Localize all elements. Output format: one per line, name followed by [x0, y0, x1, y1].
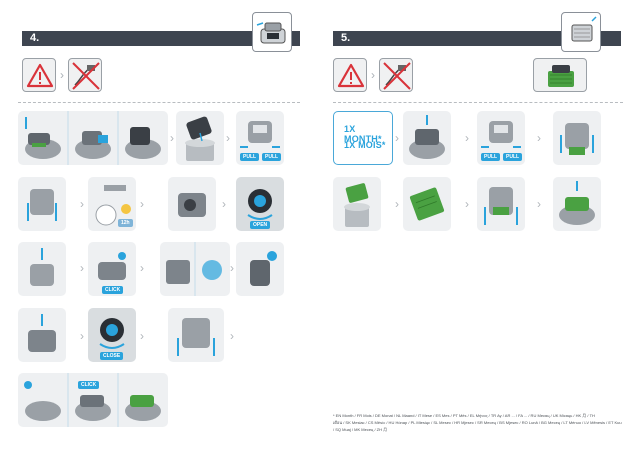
click-label-b: CLICK [78, 381, 100, 389]
open-label: OPEN [250, 221, 271, 229]
step-lift-compartment-tile [18, 177, 66, 231]
warning-icon [22, 58, 56, 92]
step-replace-compartment-tile [168, 308, 224, 362]
chevron-right-icon: › [465, 131, 469, 145]
divider [333, 102, 623, 103]
step-reassemble-tile [160, 242, 230, 296]
chevron-right-icon: › [60, 68, 64, 82]
chevron-right-icon: › [537, 131, 541, 145]
chevron-right-icon: › [230, 329, 234, 343]
frequency-month: 1X MONTH* [344, 124, 382, 144]
chevron-right-icon: › [226, 131, 230, 145]
chevron-right-icon: › [170, 131, 174, 145]
step-open-lid-tile [403, 111, 451, 165]
chevron-right-icon: › [395, 131, 399, 145]
chevron-right-icon: › [80, 197, 84, 211]
replacement-frequency-box: 1X MONTH* 1X MOIS* [333, 111, 393, 165]
section-4-number: 4. [30, 32, 40, 44]
step-close-appliance-tile [553, 177, 601, 231]
chevron-right-icon: › [395, 197, 399, 211]
divider [18, 102, 300, 103]
step-close-appliance-tile: CLICK [18, 373, 168, 427]
step-close-lid-tile [18, 308, 66, 362]
pull-right-label: PULL [503, 153, 523, 161]
chevron-right-icon: › [140, 261, 144, 275]
unplug-icon [379, 58, 413, 92]
drying-time-label: 12h [118, 219, 133, 227]
chevron-right-icon: › [537, 197, 541, 211]
chevron-right-icon: › [222, 197, 226, 211]
step-pull-compartment-tile: PULL PULL [236, 111, 284, 165]
step-open-cap-tile: OPEN [236, 177, 284, 231]
step-empty-bin-tile [176, 111, 224, 165]
frequency-mois: 1X MOIS* [344, 140, 386, 150]
step-insert-foam-tile [168, 177, 216, 231]
footnote-line-3: / SQ Muaj / MK Месец / ZH 月 [333, 427, 388, 432]
step-pull-cassette-tile: PULL PULL [477, 111, 525, 165]
step-discard-filter-tile [333, 177, 381, 231]
close-label: CLOSE [100, 352, 124, 360]
step-rotate-lock-tile [236, 242, 284, 296]
filter-cassette-icon [561, 12, 601, 52]
chevron-right-icon: › [140, 197, 144, 211]
chevron-right-icon: › [80, 261, 84, 275]
step-remove-filter-tile [18, 111, 168, 165]
chevron-right-icon: › [140, 329, 144, 343]
step-insert-cassette-tile [477, 177, 525, 231]
step-close-cap-tile: CLOSE [88, 308, 136, 362]
step-lift-cassette-tile [553, 111, 601, 165]
step-wash-dry-tile: 12h [88, 177, 136, 231]
chevron-right-icon: › [371, 68, 375, 82]
pull-left-label: PULL [240, 153, 260, 161]
unplug-icon [68, 58, 102, 92]
hepa-filter-icon [533, 58, 587, 92]
footnote-line-2: เดือน / SK Mesiac / CS Měsíc / HU Hónap … [333, 420, 622, 425]
vacuum-top-icon [252, 12, 292, 52]
pull-right-label: PULL [262, 153, 282, 161]
section-4-header: 4. [22, 31, 300, 46]
section-5-header: 5. [333, 31, 621, 46]
warning-icon [333, 58, 367, 92]
chevron-right-icon: › [80, 329, 84, 343]
step-click-cover-tile: CLICK [88, 242, 136, 296]
pull-left-label: PULL [481, 153, 501, 161]
chevron-right-icon: › [465, 197, 469, 211]
step-insert-compartment-tile [18, 242, 66, 296]
section-5-number: 5. [341, 32, 351, 44]
chevron-right-icon: › [230, 261, 234, 275]
click-label-a: CLICK [102, 286, 124, 294]
footnote-line-1: * EN Month / FR Mois / DE Monat / NL Maa… [333, 413, 595, 418]
step-new-filter-tile [403, 177, 451, 231]
